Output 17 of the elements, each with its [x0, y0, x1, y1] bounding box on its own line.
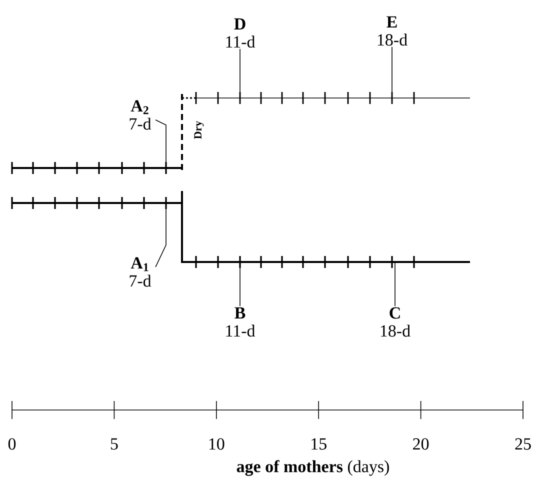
timepoint-label: A$_{1}$ 7-d — [130, 257, 152, 287]
timepoint-label: C 18-d — [380, 307, 410, 337]
leader-line — [394, 262, 396, 306]
tick-label: 5 — [110, 438, 118, 450]
timepoint-label: B 11-d — [226, 307, 256, 337]
tick-label: 25 — [515, 438, 531, 450]
timepoint-label: E 18-d — [378, 16, 408, 46]
tick-label: 10 — [209, 438, 224, 450]
leader-line — [155, 202, 166, 268]
timepoint-label: D 11-d — [226, 18, 256, 48]
tick-label: 0 — [8, 438, 16, 450]
rotated-label: Dry — [194, 120, 204, 139]
tick-label: 15 — [312, 438, 326, 450]
leader-line — [155, 120, 166, 168]
tick-label: 20 — [413, 438, 429, 450]
axis-title: age of mothers (days) — [236, 460, 389, 476]
timepoint-label: A$_{2}$ 7-d — [130, 100, 152, 130]
